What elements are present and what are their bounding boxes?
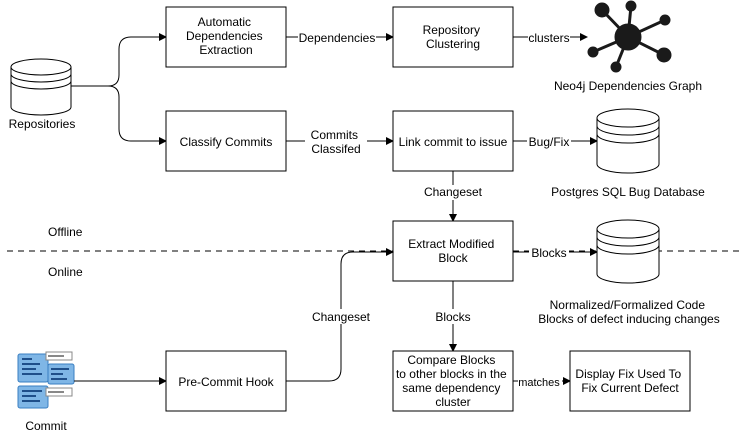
edge-matches-label: matches — [518, 377, 560, 389]
edge-clusters-label-bg — [528, 30, 570, 45]
edge-repos-to-autodeps — [71, 33, 167, 87]
auto-dependencies-extraction-box — [165, 6, 287, 68]
repository-clustering-label: Repository Clustering — [423, 23, 484, 51]
edge-blocks-right-label: Blocks — [531, 246, 566, 260]
normalized-blocks-database-icon — [596, 219, 660, 284]
edge-changeset-left-label-bg — [310, 309, 372, 324]
edge-blocks-down-label-bg — [430, 309, 476, 324]
classify-commits-label: Classify Commits — [180, 135, 273, 149]
offline-label: Offline — [48, 225, 83, 239]
display-fix-label: Display Fix Used To Fix Current Defect — [575, 367, 684, 395]
edge-dependencies-label-bg — [298, 30, 376, 45]
auto-dependencies-extraction-label: Automatic Dependencies Extraction — [186, 15, 266, 57]
edge-blocks-down-label: Blocks — [435, 310, 470, 324]
normalized-db-label: Normalized/Formalized Code Blocks of def… — [538, 298, 719, 326]
edge-commits-classified-label-bg — [305, 127, 367, 157]
edge-matches-label-bg — [518, 375, 562, 389]
pre-commit-hook-label: Pre-Commit Hook — [178, 375, 274, 389]
link-commit-label: Link commit to issue — [399, 135, 508, 149]
postgres-database-icon — [596, 108, 660, 174]
repository-clustering-box — [392, 6, 514, 68]
classify-commits-box — [165, 110, 287, 172]
extract-modified-block-label: Extract Modified Block — [408, 237, 497, 265]
edge-changeset-top-label-bg — [422, 185, 484, 200]
compare-blocks-box — [392, 350, 514, 412]
commit-label: Commit — [25, 419, 67, 433]
edge-bug-fix-label: Bug/Fix — [529, 135, 570, 149]
edge-bug-fix-label-bg — [527, 134, 571, 149]
pre-commit-hook-box — [165, 350, 287, 412]
compare-blocks-label: Compare Blocks to other blocks in the sa… — [396, 353, 510, 409]
repositories-label: Repositories — [9, 117, 76, 131]
edge-repos-to-classify — [107, 85, 167, 145]
edge-changeset-left-label: Changeset — [312, 310, 371, 324]
edge-clusters-label: clusters — [528, 31, 569, 45]
code-document-icon — [17, 351, 75, 409]
edge-blocks-right-label-bg — [529, 245, 569, 260]
online-label: Online — [48, 265, 83, 279]
extract-modified-block-box — [392, 220, 514, 282]
graph-network-icon — [587, 0, 672, 73]
edge-dependencies-label: Dependencies — [299, 31, 376, 45]
postgres-label: Postgres SQL Bug Database — [551, 185, 705, 199]
repositories-database-icon — [10, 58, 72, 116]
edge-commits-classified-label: Commits Classifed — [311, 128, 362, 156]
neo4j-label: Neo4j Dependencies Graph — [554, 79, 702, 93]
edge-changeset-top-label: Changeset — [424, 185, 483, 199]
link-commit-box — [392, 110, 514, 172]
display-fix-box — [569, 350, 691, 412]
